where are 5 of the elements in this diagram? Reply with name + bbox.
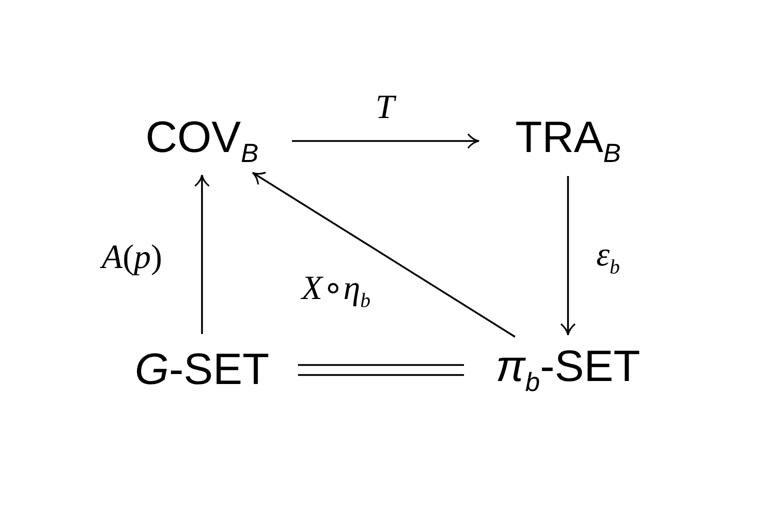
math-label: G-SET bbox=[134, 345, 270, 395]
math-label: π$_{b}$-SET bbox=[496, 342, 640, 398]
math-label: TRA$_{B}$ bbox=[515, 113, 621, 169]
math-label: COV$_{B}$ bbox=[146, 113, 258, 169]
equality-line bbox=[297, 364, 465, 376]
